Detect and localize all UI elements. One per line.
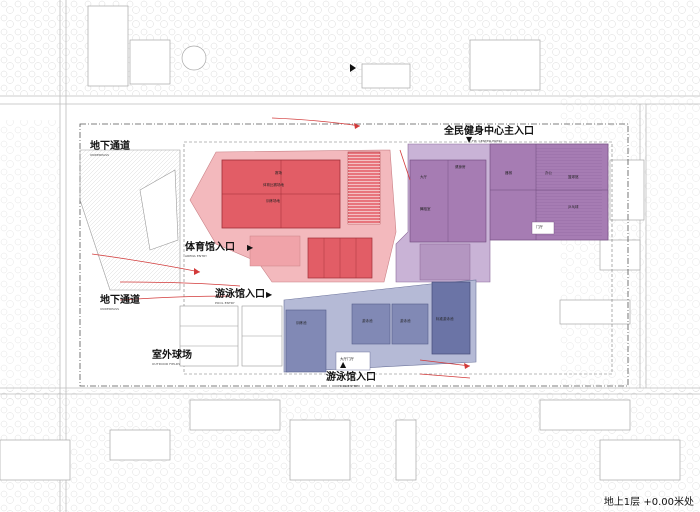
pool-entry-label-1: 游泳馆入口 [215,289,265,300]
room-label: 办公 [545,171,552,175]
room-label: 门厅 [536,225,543,229]
outdoor-court-en: OUTDOOR FIELDS [152,362,181,366]
pool-entry-arrow-icon-2: ▲ [340,360,347,369]
room-label: 赛场 [275,171,282,175]
room-label: 训练场地 [266,199,280,203]
room-label: 标准游泳池 [436,317,454,321]
circulation-arrows [91,117,471,379]
context-buildings [0,5,681,481]
underpass-ramp [79,149,181,291]
underpass-label-1: 地下通道 [90,141,130,152]
room-label: 大厅 [420,175,427,179]
arena-zone [189,149,397,283]
pool-entry-label-2: 游泳馆入口 [326,372,376,383]
gym-entry-label: 体育馆入口 [185,242,235,253]
fitness-zone [395,143,609,283]
fitness-entry-arrow-icon: ▼ [466,135,473,144]
room-label: 健身房 [455,165,466,169]
pool-entry-arrow-icon-1: ▶ [266,290,273,299]
fitness-entry-label: 全民健身中心主入口 [444,126,534,137]
site-boundary [79,123,629,387]
room-label: 篮球馆 [568,175,579,179]
underpass-label-2: 地下通道 [100,295,140,306]
pool-entry-en-1: POOL ENTRY [215,301,235,305]
room-label: 训练池 [296,321,307,325]
pool-zone [283,279,477,373]
room-label: 游泳池 [400,319,411,323]
underpass-en-1: UNDERPASS [90,153,110,157]
fitness-entry-en: FIT. CENTER ENTRY [472,139,503,143]
underpass-en-2: UNDERPASS [100,307,120,311]
gym-entry-arrow-icon: ▶ [247,243,254,252]
room-label: 体育比赛场地 [263,183,284,187]
room-label: 器械 [505,171,512,175]
room-label: 游泳池 [362,319,373,323]
room-label: 乒乓球 [568,205,579,209]
north-arrow-icon [350,64,356,72]
floor-caption: 地上1层 +0.00米处 [603,497,694,508]
arrow-heads [194,123,470,369]
gym-entry-en: ARENA ENTRY [185,254,208,258]
room-label: 大厅门厅 [340,357,354,361]
pool-entry-en-2: POOL ENTRY [338,384,358,388]
outdoor-courts [179,305,283,367]
room-label: 舞蹈室 [420,207,431,211]
outdoor-court-label: 室外球场 [152,350,192,361]
